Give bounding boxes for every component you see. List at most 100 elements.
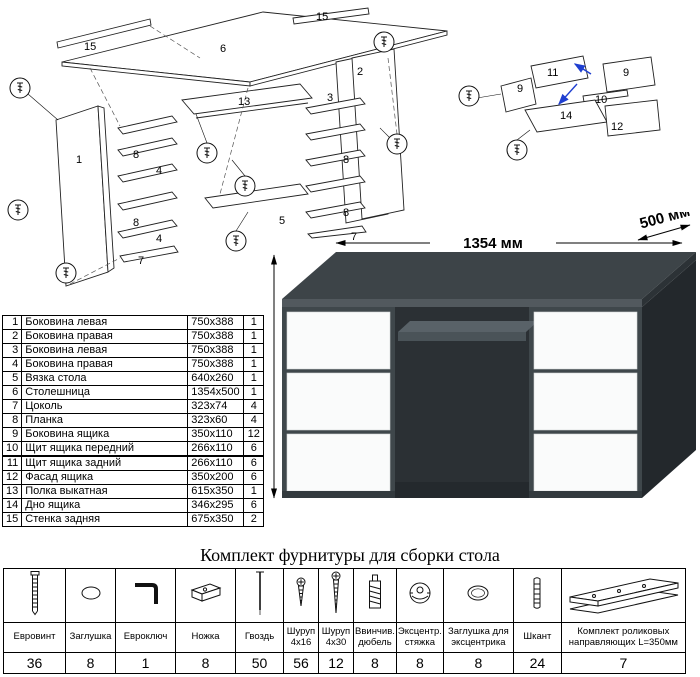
part-name: Планка <box>21 413 189 428</box>
part-number: 7 <box>1 399 23 414</box>
hardware-item-qty: 8 <box>442 652 514 674</box>
part-callouts: 15 6 15 2 13 1 8 4 8 4 7 3 8 8 7 5 <box>76 11 363 267</box>
part-qty: 6 <box>243 498 265 513</box>
part-qty: 1 <box>243 329 265 344</box>
part-size: 750x388 <box>187 357 245 372</box>
part-name: Боковина ящика <box>21 427 189 442</box>
part-number: 4 <box>1 357 23 372</box>
part-callout: 2 <box>357 66 363 78</box>
part-number: 6 <box>1 385 23 400</box>
part-name: Боковина правая <box>21 357 189 372</box>
part-name: Дно ящика <box>21 498 189 513</box>
part-name: Щит ящика задний <box>21 455 189 471</box>
part-number: 12 <box>1 470 23 485</box>
part-callout: 5 <box>279 215 285 227</box>
part-qty: 6 <box>243 455 265 471</box>
hardware-item-name: Заглушка для эксцентрика <box>442 622 514 653</box>
part-callout: 4 <box>156 233 162 245</box>
part-callout: 8 <box>133 217 139 229</box>
drawer-front <box>533 433 638 492</box>
cam-lock-icon <box>395 568 444 623</box>
hardware-callouts <box>458 85 531 161</box>
hardware-item-name: Эксцентр. стяжка <box>395 622 444 653</box>
exploded-desk-parts <box>55 7 448 287</box>
part-number: 9 <box>1 427 23 442</box>
hardware-item-name: Шуруп 4x16 <box>283 622 319 653</box>
part-callout: 6 <box>220 43 226 55</box>
part-qty: 1 <box>243 385 265 400</box>
part-qty: 1 <box>243 357 265 372</box>
part-callout: 8 <box>343 207 349 219</box>
part-size: 615x350 <box>187 484 245 499</box>
part-callout: 13 <box>238 96 250 108</box>
drawer-fronts <box>286 311 638 492</box>
part-callout: 9 <box>623 67 629 79</box>
part-size: 640x260 <box>187 371 245 386</box>
hardware-item-qty: 8 <box>395 652 444 674</box>
part-number: 13 <box>1 484 23 499</box>
drawer-front <box>286 433 391 492</box>
hardware-item-qty: 1 <box>115 652 176 674</box>
part-size: 750x388 <box>187 343 245 358</box>
hardware-icons-row <box>3 568 686 623</box>
part-number: 2 <box>1 329 23 344</box>
part-qty: 2 <box>243 512 265 527</box>
part-callout: 15 <box>316 11 328 23</box>
hardware-kit-title: Комплект фурнитуры для сборки стола <box>200 545 500 565</box>
hardware-item-qty: 8 <box>353 652 397 674</box>
hardware-item-name: Комплект роликовых направляющих L=350мм <box>560 622 686 653</box>
part-callout: 7 <box>351 231 357 243</box>
hardware-item-qty: 24 <box>512 652 562 674</box>
hardware-item-qty: 50 <box>235 652 284 674</box>
part-name: Полка выкатная <box>21 484 189 499</box>
part-callout: 15 <box>84 41 96 53</box>
width-dimension-label: 1354 мм <box>463 235 523 252</box>
part-number: 1 <box>1 315 23 330</box>
part-size: 323x74 <box>187 399 245 414</box>
hex-key-icon <box>115 568 176 623</box>
part-qty: 4 <box>243 399 265 414</box>
hardware-item-qty: 36 <box>3 652 66 674</box>
drawer-slides-icon <box>560 568 686 623</box>
part-qty: 12 <box>243 427 265 442</box>
part-number: 3 <box>1 343 23 358</box>
part-name: Стенка задняя <box>21 512 189 527</box>
hardware-item-name: Евроключ <box>115 622 176 653</box>
assembly-diagram-drawer: 11 9 9 10 14 12 <box>458 55 661 161</box>
cam-cover-icon <box>442 568 514 623</box>
part-callout: 10 <box>595 94 607 106</box>
hardware-item-name: Евровинт <box>3 622 66 653</box>
nail-icon <box>235 568 284 623</box>
hardware-item-qty: 56 <box>283 652 319 674</box>
part-name: Щит ящика передний <box>21 441 189 457</box>
part-number: 5 <box>1 371 23 386</box>
drawer-front <box>533 372 638 431</box>
assembly-diagram-main: 15 6 15 2 13 1 8 4 8 4 7 3 8 8 7 5 <box>7 7 448 287</box>
part-number: 15 <box>1 512 23 527</box>
part-callouts: 11 9 9 10 14 12 <box>517 67 629 133</box>
desk-render: 1354 мм 500 мм 766 мм <box>251 212 696 499</box>
part-callout: 12 <box>611 121 623 133</box>
hardware-callouts <box>7 31 408 284</box>
drawer-front <box>286 311 391 370</box>
part-qty: 1 <box>243 371 265 386</box>
desk-body <box>282 252 696 498</box>
hardware-item-name: Гвоздь <box>235 622 284 653</box>
drawer-front <box>533 311 638 370</box>
part-qty: 6 <box>243 441 265 457</box>
part-size: 750x388 <box>187 329 245 344</box>
part-size: 346x295 <box>187 498 245 513</box>
